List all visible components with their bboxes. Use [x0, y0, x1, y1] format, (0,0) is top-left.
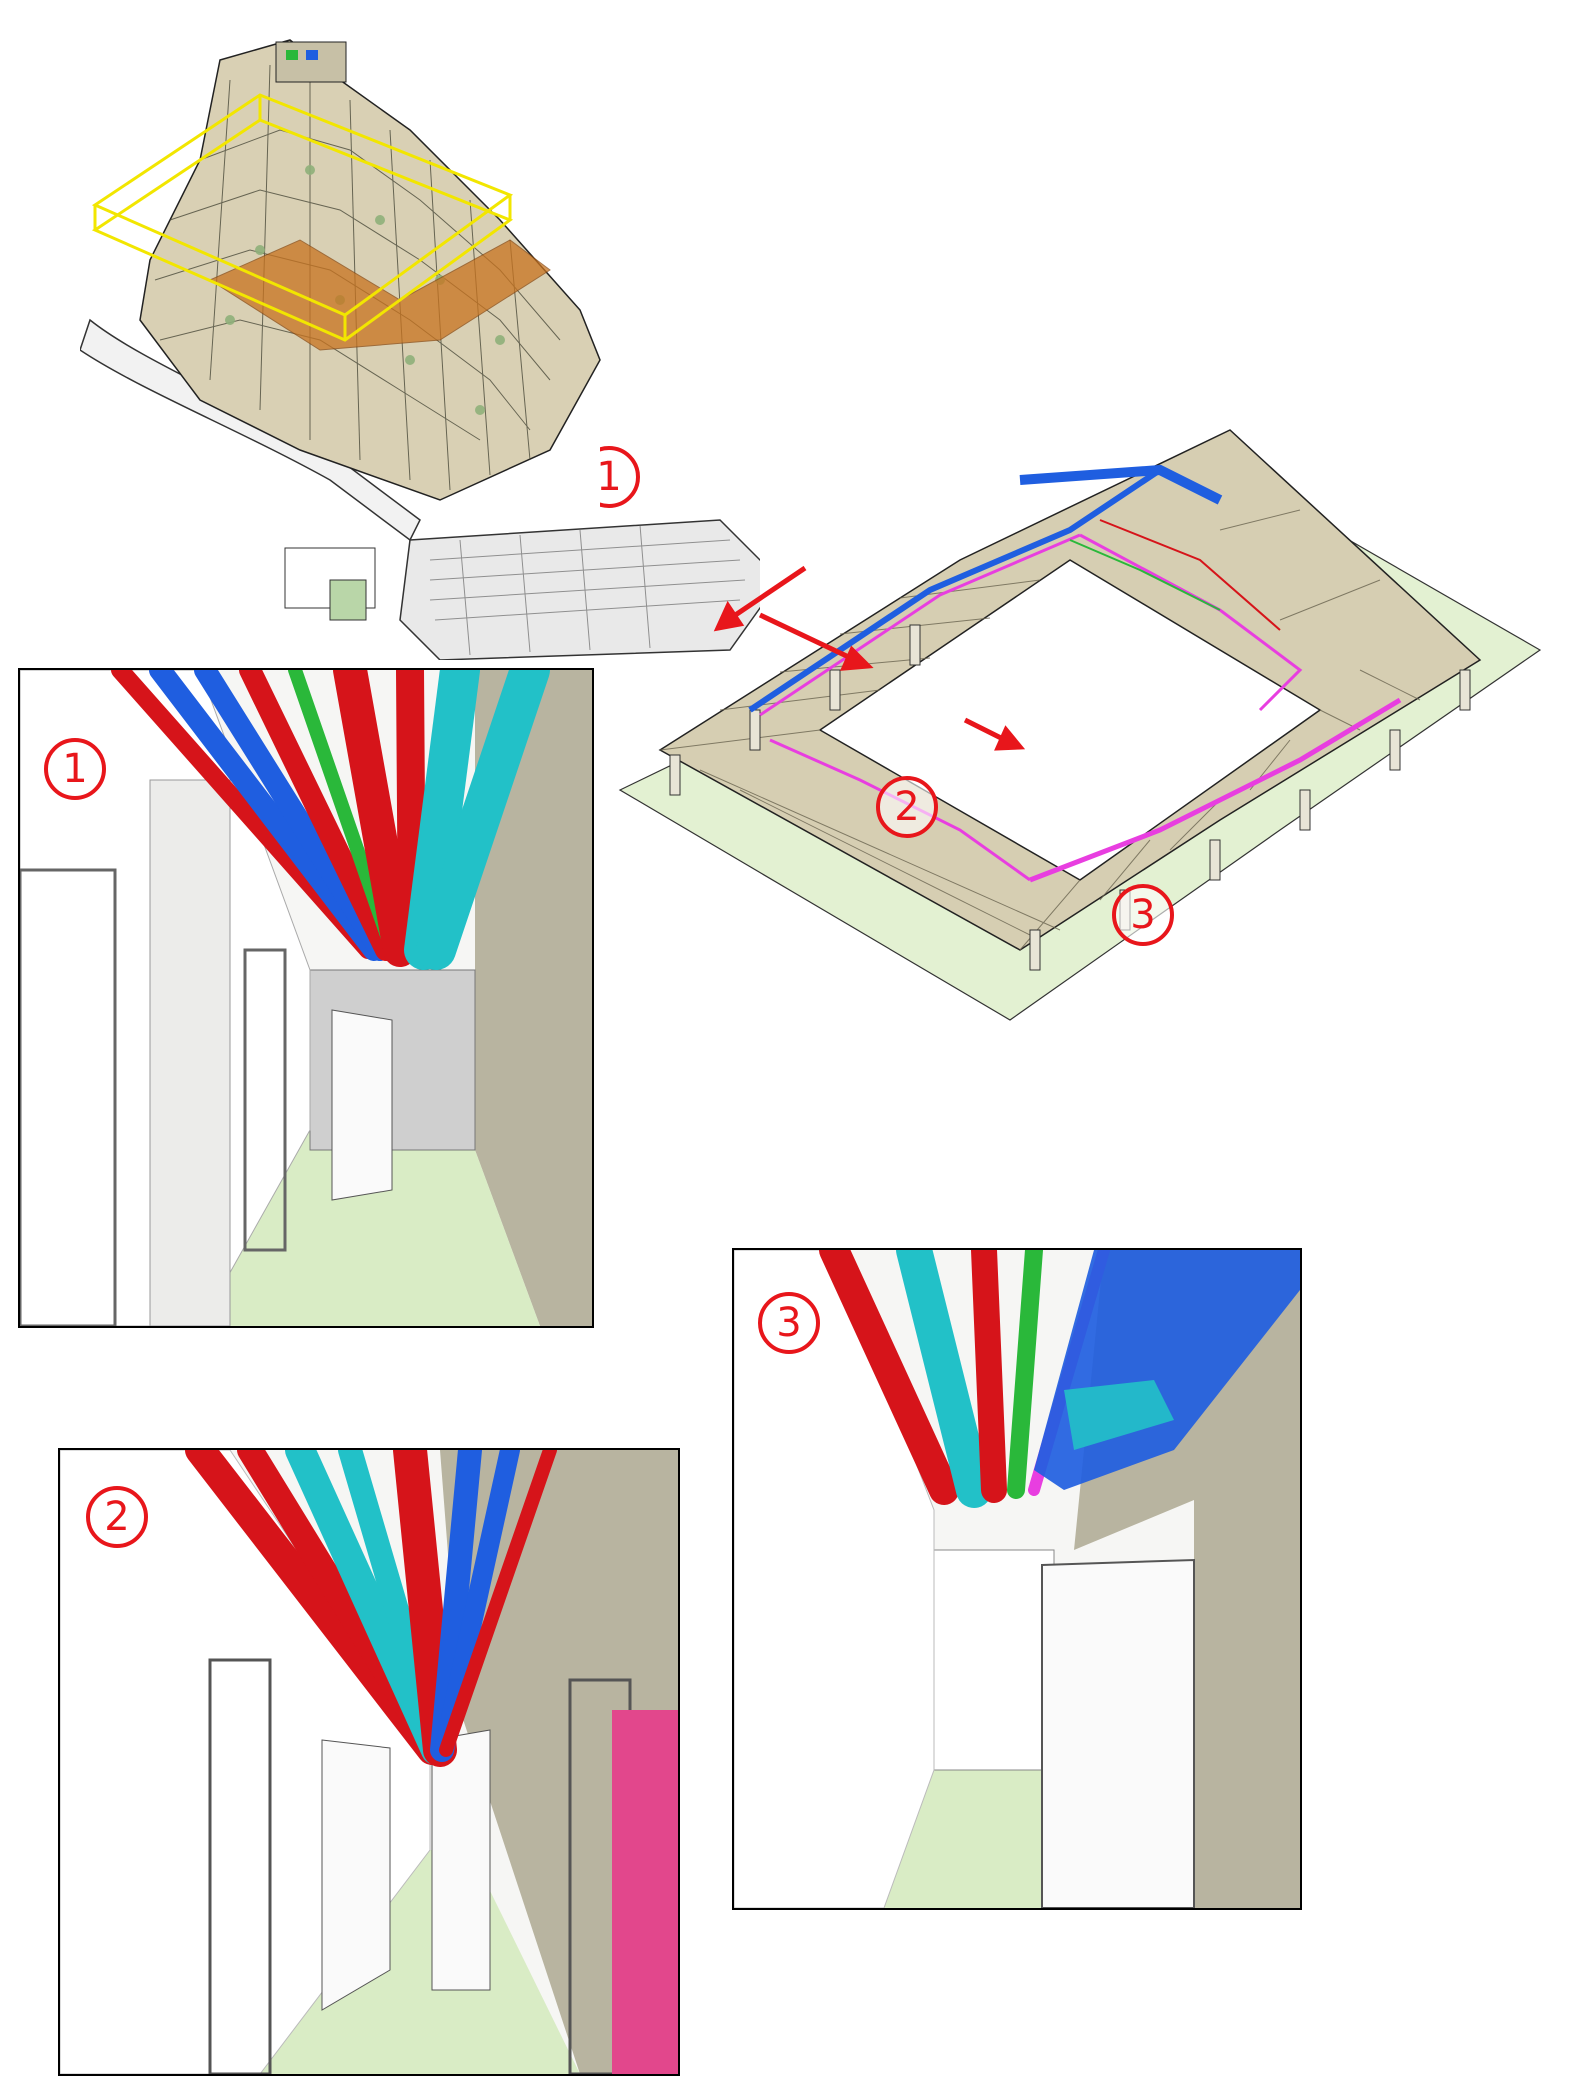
view-marker-1: 1 [44, 738, 106, 800]
building-overview-drawing [80, 39, 760, 660]
floor-plan-drawing [618, 429, 1542, 1021]
view-marker-2: 2 [86, 1486, 148, 1548]
corridor-view-2-drawing [60, 1450, 678, 2074]
route-marker-2: 2 [876, 776, 938, 838]
corridor-view-3-drawing [734, 1250, 1300, 1908]
route-marker-3: 3 [1112, 884, 1174, 946]
corridor-view-1-drawing [20, 670, 592, 1326]
floor-plan-mep-model: 1 2 3 [600, 410, 1560, 1110]
section-box [91, 93, 514, 342]
building-overview-model [80, 20, 760, 660]
corridor-view-3: 3 [732, 1248, 1302, 1910]
corridor-view-1: 1 [18, 668, 594, 1328]
corridor-view-2: 2 [58, 1448, 680, 2076]
view-marker-3: 3 [758, 1292, 820, 1354]
route-arrows [713, 565, 1026, 751]
